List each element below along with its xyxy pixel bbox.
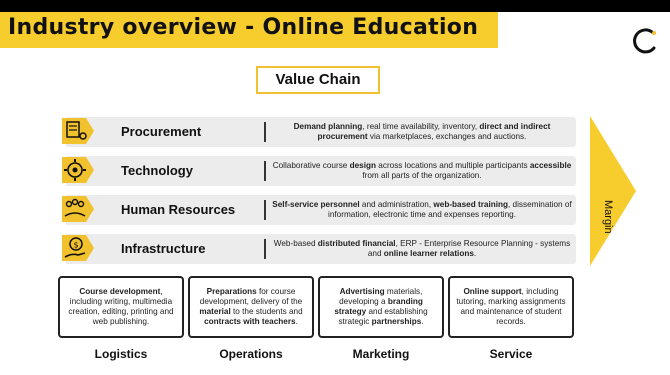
brand-logo-icon	[633, 28, 656, 54]
page-title: Industry overview - Online Education	[8, 15, 479, 40]
primary-label-operations: Operations	[219, 347, 283, 361]
support-row-technology: Technology Collaborative course design a…	[62, 156, 576, 186]
value-chain-heading: Value Chain	[256, 66, 380, 94]
row-description: Self-service personnel and administratio…	[272, 200, 572, 219]
row-label: Procurement	[121, 124, 202, 139]
title-band	[0, 12, 498, 48]
margin-arrow	[590, 116, 636, 266]
row-divider	[264, 200, 266, 220]
finance-hand-icon: $	[62, 235, 94, 261]
row-description: Collaborative course design across locat…	[272, 161, 572, 180]
row-label: Infrastructure	[121, 241, 206, 256]
primary-box-marketing: Advertising materials, developing a bran…	[318, 276, 444, 338]
row-label: Technology	[121, 163, 193, 178]
support-row-human-resources: Human Resources Self-service personnel a…	[62, 195, 576, 225]
primary-box-operations: Preparations for course development, del…	[188, 276, 314, 338]
people-hand-icon	[62, 196, 94, 222]
primary-label-service: Service	[489, 347, 533, 361]
primary-label-marketing: Marketing	[352, 347, 410, 361]
support-row-procurement: Procurement Demand planning, real time a…	[62, 117, 576, 147]
primary-box-logistics: Course development, including writing, m…	[58, 276, 184, 338]
row-divider	[264, 239, 266, 259]
row-description: Demand planning, real time availability,…	[293, 122, 551, 141]
margin-label: Margin	[602, 200, 614, 234]
row-divider	[264, 122, 266, 142]
primary-label-logistics: Logistics	[94, 347, 148, 361]
row-divider	[264, 161, 266, 181]
top-bar	[0, 0, 670, 12]
support-row-infrastructure: $ Infrastructure Web-based distributed f…	[62, 234, 576, 264]
primary-box-service: Online support, including tutoring, mark…	[448, 276, 574, 338]
procurement-icon	[62, 118, 94, 144]
technology-gear-icon	[62, 157, 94, 183]
svg-text:$: $	[73, 241, 78, 250]
row-label: Human Resources	[121, 202, 236, 217]
row-description: Web-based distributed financial, ERP - E…	[273, 239, 571, 258]
